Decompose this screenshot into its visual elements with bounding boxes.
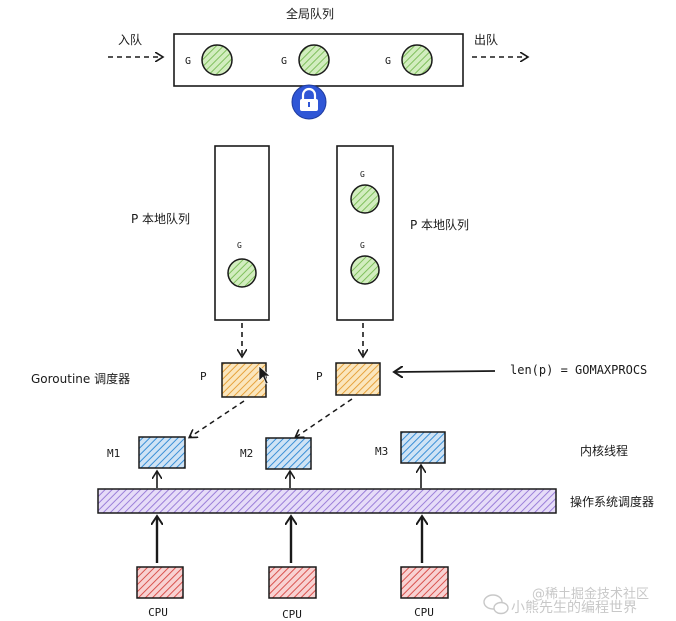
watermark-line-1: @稀土掘金技术社区 [532, 586, 649, 602]
p-to-m-arrow-2 [296, 398, 353, 437]
p-to-m-arrow-1 [190, 400, 245, 437]
cpu-label-1: CPU [148, 606, 168, 619]
processor-label-1: P [200, 370, 207, 383]
local-goroutine-label-2b: G [360, 241, 365, 250]
local-queue-box-1 [214, 145, 270, 321]
machine-label-3: M3 [375, 445, 388, 458]
machine-box-3 [400, 431, 446, 464]
local-goroutine-2a [350, 184, 380, 214]
os-scheduler-label: 操作系统调度器 [570, 494, 654, 509]
global-goroutine-label-3: G [385, 56, 391, 67]
machine-box-1 [138, 436, 186, 469]
global-goroutine-label-1: G [185, 56, 191, 67]
threads-label: 内核线程 [580, 443, 628, 458]
global-goroutine-label-2: G [281, 56, 287, 67]
cpu-box-3 [400, 566, 449, 599]
local-queue-label-2: P 本地队列 [410, 217, 469, 232]
cpu-label-2: CPU [282, 608, 302, 621]
local-goroutine-1a [227, 258, 257, 288]
lock-icon [291, 84, 327, 120]
local-goroutine-2b [350, 255, 380, 285]
processor-box-2 [335, 362, 381, 396]
global-goroutine-3 [401, 44, 433, 76]
local-goroutine-label-2a: G [360, 170, 365, 179]
global-goroutine-2 [298, 44, 330, 76]
global-goroutine-1 [201, 44, 233, 76]
global-queue-box [173, 33, 464, 87]
machine-label-1: M1 [107, 447, 120, 460]
scheduler-label: Goroutine 调度器 [31, 371, 130, 386]
cpu-label-3: CPU [414, 606, 434, 619]
machine-label-2: M2 [240, 447, 253, 460]
cpu-box-2 [268, 566, 317, 599]
cpu-box-1 [136, 566, 184, 599]
global-queue-title: 全局队列 [286, 6, 334, 21]
processor-label-2: P [316, 370, 323, 383]
enqueue-label: 入队 [118, 32, 142, 47]
formula-arrow [395, 371, 496, 372]
dequeue-label: 出队 [474, 32, 498, 47]
local-goroutine-label-1a: G [237, 241, 242, 250]
cursor-icon [258, 365, 271, 385]
local-queue-label-1: P 本地队列 [131, 211, 190, 226]
local-queue-box-2 [336, 145, 394, 321]
machine-box-2 [265, 437, 312, 470]
formula-text: len(p) = GOMAXPROCS [510, 363, 647, 377]
os-scheduler-bar [97, 488, 557, 514]
processor-box-1 [221, 362, 267, 398]
wechat-icon [483, 594, 509, 615]
watermark-line-2: 小熊先生的编程世界 [511, 600, 637, 616]
